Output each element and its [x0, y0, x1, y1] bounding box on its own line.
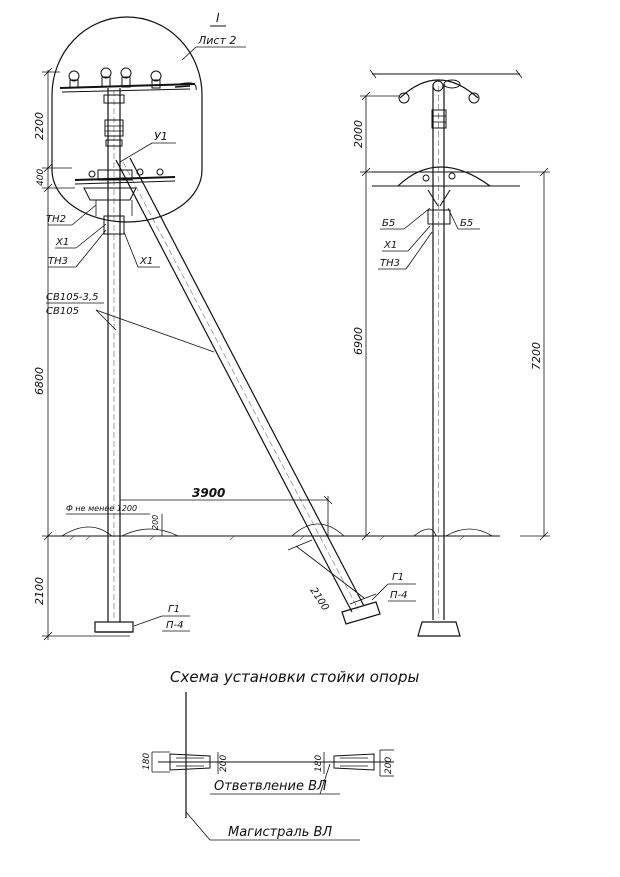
strut: 2100 Г1 П-4 — [115, 157, 416, 625]
dim-right-6900: 6900 — [352, 327, 365, 355]
label-g1-left: Г1 — [168, 604, 180, 615]
right-pole — [369, 69, 523, 637]
dim-top-2200: 2200 — [33, 112, 46, 140]
label-x1-rp: Х1 — [383, 240, 397, 251]
main-line-label: Магистраль ВЛ — [228, 825, 332, 840]
branch-line-label: Ответвление ВЛ — [214, 779, 327, 794]
plan-dim-left-200: 200 — [219, 755, 229, 772]
ground-small-dim: 200 — [151, 515, 160, 530]
dim-right-7200: 7200 — [530, 342, 543, 370]
label-p4-strut: П-4 — [390, 590, 408, 601]
dim-strut-2100: 2100 — [307, 586, 330, 613]
label-tn2: ТН2 — [46, 214, 66, 225]
label-p4-left: П-4 — [166, 620, 184, 631]
dim-400: 400 — [36, 169, 46, 186]
dim-below-2100: 2100 — [33, 577, 46, 605]
label-b5-right: Б5 — [460, 218, 473, 229]
label-b5-left: Б5 — [382, 218, 395, 229]
left-dimension-chain: 2200 400 6800 2100 — [33, 67, 130, 641]
detail-callout: I Лист 2 — [51, 11, 246, 223]
label-x1-left: Х1 — [55, 237, 69, 248]
callout-number: I — [216, 11, 220, 25]
plan-dim-right-200: 200 — [384, 757, 394, 774]
left-pole-labels: У1 ТН2 Х1 ТН3 Х1 СВ105-3,5 СВ105 Г1 П-4 — [46, 130, 215, 632]
plan-dim-right-180: 180 — [314, 755, 324, 772]
label-u1: У1 — [154, 130, 168, 143]
dim-right-2000: 2000 — [352, 120, 365, 148]
label-g1-strut: Г1 — [392, 572, 404, 583]
ground-line: Ф не менее 1200 200 — [48, 504, 500, 541]
label-tn3: ТН3 — [48, 256, 68, 267]
label-sv105: СВ105 — [46, 306, 79, 317]
span-dimension: 3900 — [120, 486, 333, 536]
label-tn3-rp: ТН3 — [380, 258, 400, 269]
callout-sheet: Лист 2 — [197, 34, 236, 47]
plan-dim-left-180: 180 — [142, 753, 152, 770]
left-pole — [59, 67, 197, 633]
plan-title: Схема установки стойки опоры — [170, 668, 419, 686]
dim-span-3900: 3900 — [192, 486, 225, 500]
right-dimension-chain: 2000 6900 7200 — [352, 91, 550, 541]
dim-main-6800: 6800 — [33, 367, 46, 395]
right-pole-labels: Б5 Б5 Х1 ТН3 — [378, 207, 480, 270]
label-sv105-35: СВ105-3,5 — [46, 292, 98, 303]
top-insulators — [68, 67, 191, 89]
ground-note: Ф не менее 1200 — [66, 504, 137, 513]
label-x1-right: Х1 — [139, 256, 153, 267]
plan-view: Схема установки стойки опоры Магистраль … — [142, 668, 419, 841]
